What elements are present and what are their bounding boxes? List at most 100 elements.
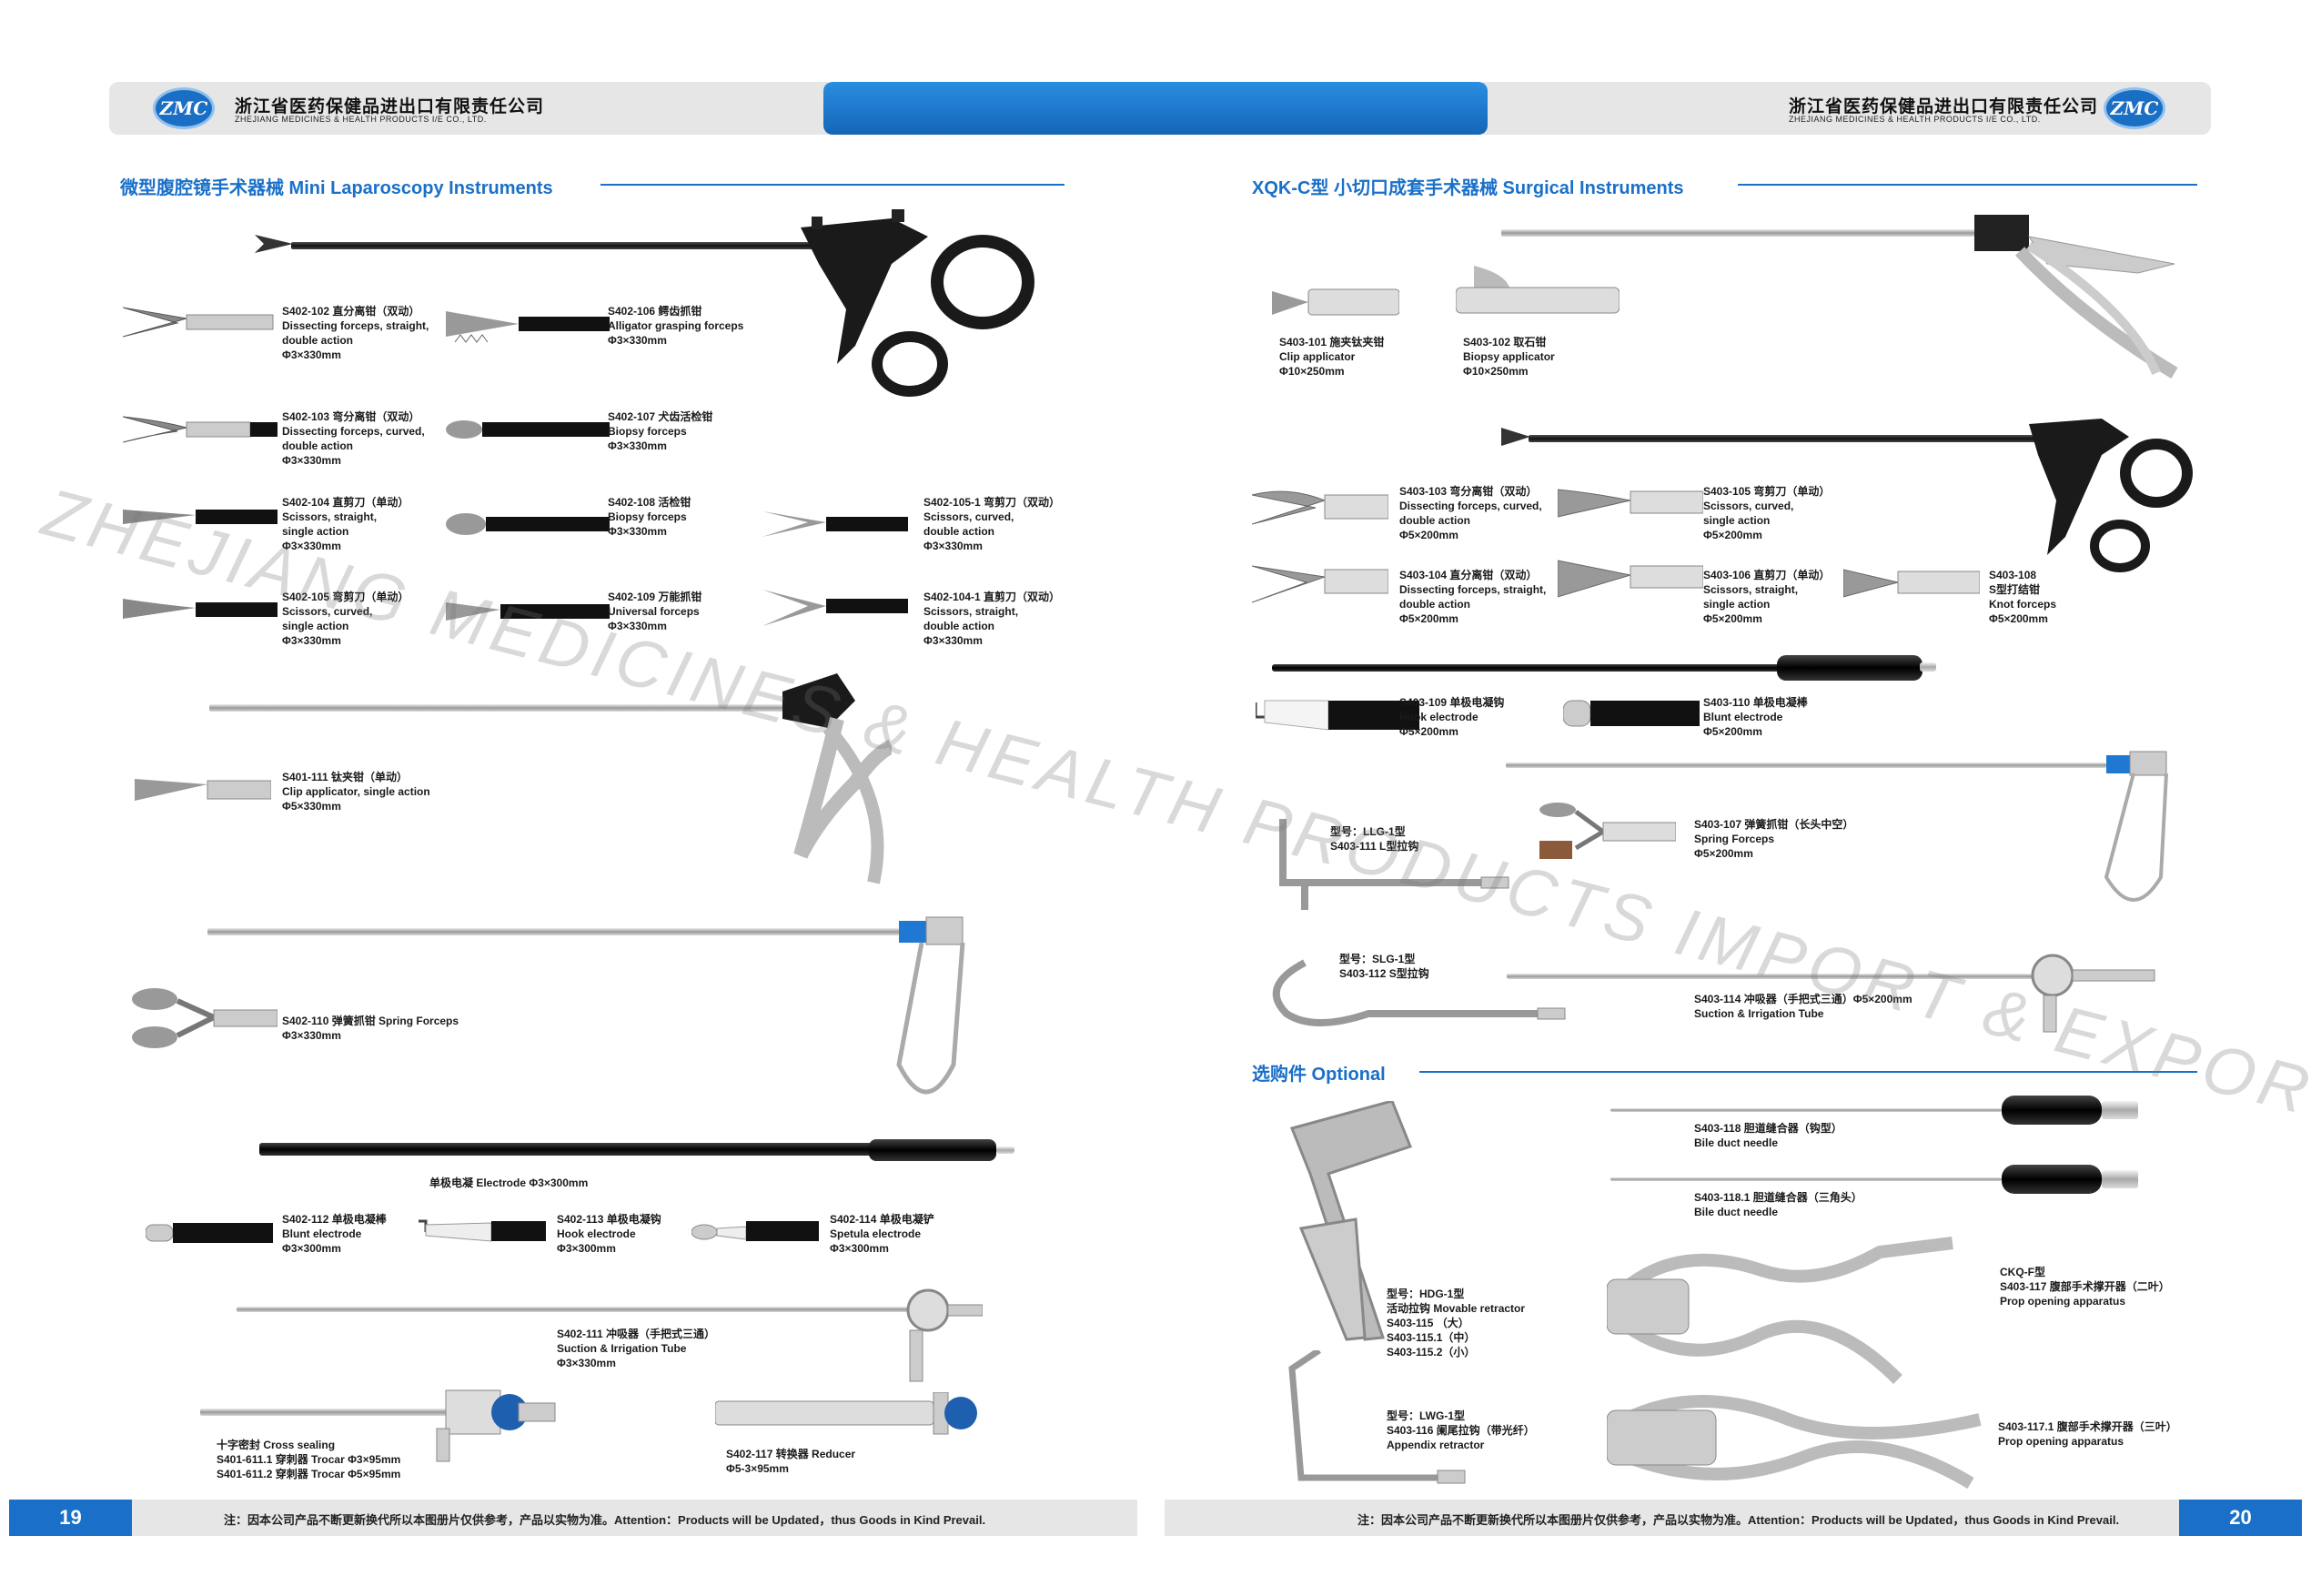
label-s402-104-1: S402-104-1 直剪刀（双动）Scissors, straight,dou… [923, 591, 1061, 647]
header-bar-left [109, 82, 828, 135]
knot-forceps-image [1842, 561, 1981, 611]
spring-forceps-head-image [132, 983, 278, 1060]
clip-applicator-head-image [1272, 282, 1400, 332]
footer-bar-right [1165, 1500, 2302, 1536]
header-center-band [823, 82, 1488, 135]
page-number-right: 20 [2179, 1500, 2302, 1536]
company-name-en-left: ZHEJIANG MEDICINES & HEALTH PRODUCTS I/E… [235, 115, 487, 124]
label-s403-118: S403-118 胆道缝合器（钩型）Bile duct needle [1694, 1122, 1842, 1149]
laparoscopic-grasper-image [1501, 419, 2193, 573]
suction-irrigation-tube-image [1507, 946, 2162, 1037]
laparoscopic-grasper-image [255, 209, 1055, 400]
label-s402-104: S402-104 直剪刀（单动）Scissors, straight,singl… [282, 496, 409, 552]
right-section-title: XQK-C型 小切口成套手术器械 Surgical Instruments [1252, 178, 1684, 198]
forceps-image [122, 408, 278, 458]
label-s402-102: S402-102 直分离钳（双动）Dissecting forceps, str… [282, 305, 429, 361]
electrode-image [232, 1139, 1051, 1167]
universal-forceps-image [446, 593, 610, 634]
scissors-image [1557, 482, 1704, 532]
label-s403-106: S403-106 直剪刀（单动）Scissors, straight,singl… [1703, 569, 1831, 625]
clip-applicator-image [200, 673, 892, 892]
bile-duct-needle-image [1610, 1161, 2156, 1197]
label-electrode: 单极电凝 Electrode Φ3×300mm [429, 1177, 589, 1189]
spatula-electrode-image [691, 1216, 819, 1251]
label-s402-103: S402-103 弯分离钳（双动）Dissecting forceps, cur… [282, 410, 425, 467]
appendix-retractor-image [1283, 1348, 1474, 1491]
footer-bar-left [9, 1500, 1137, 1536]
biopsy-forceps-image [446, 411, 610, 452]
company-logo-right: ZMC [2104, 87, 2165, 129]
footer-notice-right: 注：因本公司产品不断更新换代所以本图册片仅供参考，产品以实物为准。Attenti… [1357, 1513, 2120, 1527]
forceps-image [1251, 482, 1389, 541]
left-section-rule [600, 184, 1065, 186]
grasping-forceps-image [446, 306, 610, 352]
scissors-image [123, 499, 278, 540]
prop-opening-apparatus-3-image [1606, 1383, 1989, 1497]
left-section-title: 微型腹腔镜手术器械 Mini Laparoscopy Instruments [120, 178, 553, 198]
label-s403-103: S403-103 弯分离钳（双动）Dissecting forceps, cur… [1399, 485, 1542, 541]
movable-retractor-image [1274, 1099, 1428, 1351]
spring-forceps-image [1506, 750, 2197, 923]
optional-section-title: 选购件 Optional [1252, 1065, 1386, 1085]
header-bar-right [1483, 82, 2211, 135]
clip-applicator-head-image [135, 772, 272, 813]
trocar-image [200, 1383, 564, 1465]
spring-forceps-image [207, 910, 990, 1128]
biopsy-applicator-head-image [1455, 266, 1620, 325]
hook-electrode-image [419, 1216, 546, 1251]
electrode-image [1272, 652, 1936, 688]
reducer-image [714, 1391, 979, 1442]
label-s403-117-1: S403-117.1 腹部手术撑开器（三叶）Prop opening appar… [1998, 1420, 2177, 1448]
label-s401-111: S401-111 钛夹钳（单动）Clip applicator, single … [282, 771, 430, 813]
company-name-cn-right: 浙江省医药保健品进出口有限责任公司 [1789, 97, 2099, 116]
scissors-image [123, 591, 278, 632]
label-s402-111: S402-111 冲吸器（手把式三通）Suction & Irrigation … [557, 1328, 716, 1369]
company-logo-left: ZMC [153, 87, 215, 129]
bile-duct-needle-image [1610, 1092, 2156, 1128]
biopsy-applicator-image [1501, 209, 2193, 382]
optional-section-rule [1419, 1071, 2197, 1073]
company-name-cn-left: 浙江省医药保健品进出口有限责任公司 [235, 97, 545, 116]
company-name-en-right: ZHEJIANG MEDICINES & HEALTH PRODUCTS I/E… [1789, 115, 2041, 124]
scissors-image [762, 586, 908, 636]
right-section-rule [1738, 184, 2197, 186]
label-s403-104: S403-104 直分离钳（双动）Dissecting forceps, str… [1399, 569, 1547, 625]
label-s403-118-1: S403-118.1 胆道缝合器（三角头）Bile duct needle [1694, 1191, 1862, 1218]
label-s402-105: S402-105 弯剪刀（单动）Scissors, curved,single … [282, 591, 409, 647]
hook-electrode-image [1254, 693, 1419, 743]
prop-opening-apparatus-image [1606, 1234, 1962, 1393]
label-s403-105: S403-105 弯剪刀（单动）Scissors, curved,single … [1703, 485, 1831, 541]
biopsy-forceps-image [446, 506, 610, 547]
forceps-image [122, 300, 278, 350]
label-s402-105-1: S402-105-1 弯剪刀（双动）Scissors, curved,doubl… [923, 496, 1061, 552]
blunt-electrode-image [1562, 697, 1700, 738]
forceps-image [1251, 557, 1389, 616]
l-retractor-image [1268, 819, 1514, 924]
suction-irrigation-tube-image [237, 1283, 983, 1392]
page-number-left: 19 [9, 1500, 132, 1536]
scissors-image [1557, 557, 1704, 607]
footer-notice-left: 注：因本公司产品不断更新换代所以本图册片仅供参考，产品以实物为准。Attenti… [224, 1513, 986, 1527]
